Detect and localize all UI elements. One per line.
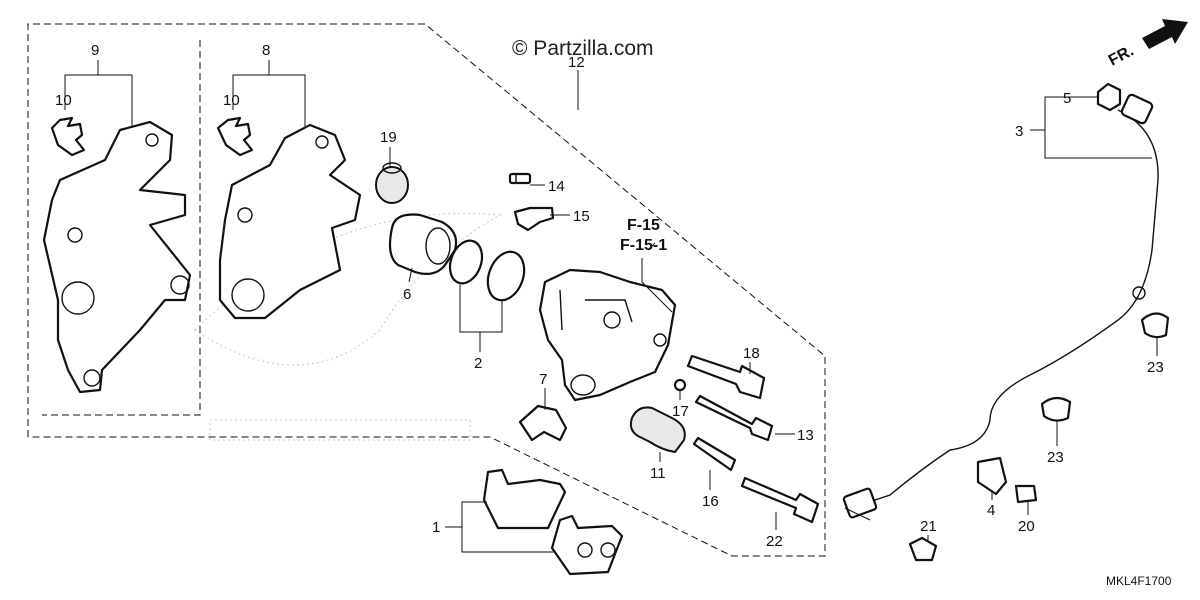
callout-9: 9 (91, 42, 99, 59)
callout-10-right: 10 (223, 92, 240, 109)
callout-14: 14 (548, 178, 565, 195)
bolt-22[interactable] (740, 476, 820, 524)
callout-19: 19 (380, 129, 397, 146)
leader-lines (64, 60, 1158, 553)
caliper-bracket-8[interactable] (218, 123, 362, 320)
cable-clamp-23b[interactable] (1040, 396, 1072, 422)
diagram-code: MKL4F1700 (1106, 574, 1172, 588)
callout-17: 17 (672, 403, 689, 420)
piston-seal-2[interactable] (444, 236, 530, 305)
bolt-20[interactable] (1014, 484, 1038, 504)
caliper-pin-18[interactable] (686, 354, 766, 400)
callout-23-upper: 23 (1147, 359, 1164, 376)
boot-19[interactable] (375, 162, 409, 204)
caliper-body[interactable] (538, 268, 677, 402)
callout-23-lower: 23 (1047, 449, 1064, 466)
caliper-assembly-outline (27, 23, 826, 557)
callout-1: 1 (432, 519, 440, 536)
callout-11: 11 (650, 465, 666, 482)
direction-label: FR. (1106, 42, 1137, 69)
boot-11[interactable] (629, 406, 686, 453)
forward-arrow-icon (1142, 19, 1188, 49)
callout-7: 7 (539, 371, 547, 388)
callout-20: 20 (1018, 518, 1035, 535)
watermark-text: © Partzilla.com (512, 37, 654, 60)
callout-13: 13 (797, 427, 814, 444)
callout-5: 5 (1063, 90, 1071, 107)
caliper-bracket-9[interactable] (42, 120, 192, 394)
pad-spring-clip-10a[interactable] (50, 116, 86, 157)
brake-pad-set-1[interactable] (482, 468, 624, 576)
ref-label-f15: F-15 (627, 217, 660, 234)
callout-10-left: 10 (55, 92, 72, 109)
sensor-bracket-4[interactable] (976, 456, 1008, 496)
callout-4: 4 (987, 502, 995, 519)
pad-pin-13[interactable] (694, 394, 774, 442)
sleeve-16[interactable] (692, 436, 737, 472)
cap-plate-15[interactable] (513, 206, 555, 232)
washer-17[interactable] (673, 378, 687, 392)
pad-spring-7[interactable] (518, 404, 568, 442)
callout-18: 18 (743, 345, 760, 362)
piston-6[interactable] (388, 213, 458, 275)
bracket-group-divider (42, 40, 201, 416)
callout-12: 12 (568, 54, 585, 71)
ref-label-f15-1: F-15-1 (620, 237, 667, 254)
pad-spring-clip-10b[interactable] (216, 116, 254, 157)
bleeder-screw-14[interactable] (508, 172, 532, 185)
callout-21: 21 (920, 518, 937, 535)
bolt-21[interactable] (908, 536, 938, 562)
callout-3: 3 (1015, 123, 1023, 140)
callout-6: 6 (403, 286, 411, 303)
callout-15: 15 (573, 208, 590, 225)
cable-clamp-23a[interactable] (1140, 312, 1170, 339)
callout-16: 16 (702, 493, 719, 510)
callout-8: 8 (262, 42, 270, 59)
wheel-speed-sensor-cable[interactable] (842, 93, 1159, 519)
cap-nut-5[interactable] (1096, 82, 1122, 112)
callout-22: 22 (766, 533, 783, 550)
callout-2: 2 (474, 355, 482, 372)
